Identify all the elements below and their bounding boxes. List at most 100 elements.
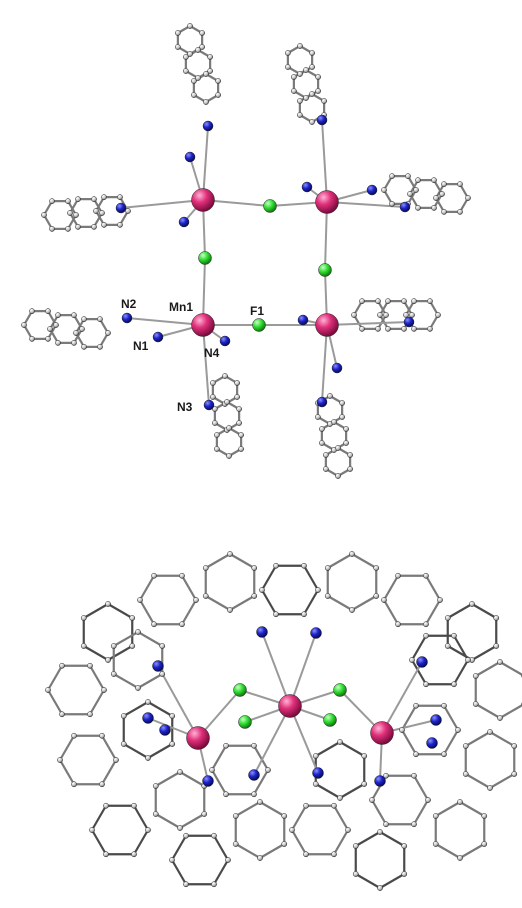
carbon-atom: [315, 88, 321, 94]
carbon-atom: [215, 92, 221, 98]
carbon-atom: [335, 445, 341, 451]
carbon-atom: [297, 43, 303, 49]
bottom-ring-bond: [474, 660, 502, 678]
nitrogen-atom: [202, 775, 214, 787]
bottom-ring-bond: [326, 552, 354, 570]
carbon-atom: [101, 222, 107, 228]
carbon-atom: [361, 753, 368, 759]
carbon-atom: [309, 50, 315, 56]
atom-label-n4: N4: [204, 346, 220, 360]
carbon-atom: [309, 91, 315, 97]
carbon-atom: [110, 671, 117, 677]
carbon-atom: [339, 414, 345, 420]
mn-n-bond: [202, 125, 209, 201]
carbon-atom: [211, 832, 217, 839]
carbon-atom: [225, 857, 231, 863]
bottom-ring-bond: [136, 630, 164, 648]
carbon-atom: [199, 30, 205, 36]
carbon-atom: [91, 224, 97, 230]
atom-label-mn1: Mn1: [169, 300, 193, 314]
bottom-ring-bond: [382, 574, 400, 602]
bottom-ring-bond: [180, 598, 198, 626]
bottom-ring-bond: [204, 594, 232, 612]
carbon-atom: [347, 452, 353, 458]
mn-n-bond: [321, 324, 328, 403]
carbon-atom: [212, 420, 218, 426]
carbon-atom: [497, 715, 503, 721]
carbon-atom: [349, 607, 355, 613]
carbon-atom: [71, 732, 77, 739]
carbon-atom: [49, 226, 55, 232]
bottom-ring-bond: [332, 804, 350, 832]
bottom-ring-bond: [470, 602, 498, 620]
bottom-ring-bond: [314, 782, 342, 800]
fluorine-atom: [233, 683, 247, 697]
carbon-atom: [435, 312, 441, 318]
nitrogen-atom: [316, 114, 328, 126]
carbon-atom: [175, 44, 181, 50]
carbon-atom: [227, 551, 233, 557]
fluorine-atom: [252, 318, 266, 332]
nitrogen-atom: [219, 335, 231, 347]
carbon-atom: [224, 399, 230, 405]
carbon-atom: [232, 813, 239, 819]
carbon-atom: [413, 702, 419, 709]
carbon-atom: [251, 791, 257, 798]
carbon-atom: [511, 743, 518, 749]
carbon-atom: [65, 226, 71, 232]
bottom-ring-bond: [302, 564, 320, 592]
carbon-atom: [191, 92, 197, 98]
carbon-atom: [381, 187, 387, 193]
manganese-atom: [186, 726, 210, 750]
bottom-ring-bond: [90, 828, 108, 856]
bottom-ring-bond: [400, 704, 418, 732]
carbon-atom: [401, 298, 407, 304]
bottom-metal-bond: [157, 665, 199, 739]
bottom-ring-bond: [234, 800, 262, 818]
carbon-atom: [238, 446, 244, 452]
carbon-atom: [373, 593, 380, 599]
bottom-ring-bond: [260, 588, 278, 616]
carbon-atom: [195, 75, 201, 81]
fluorine-atom: [238, 715, 252, 729]
carbon-atom: [105, 601, 111, 607]
carbon-atom: [199, 44, 205, 50]
bottom-ring-bond: [410, 634, 428, 662]
carbon-atom: [481, 841, 488, 847]
carbon-atom: [105, 330, 111, 336]
carbon-atom: [55, 312, 61, 318]
bottom-ring-bond: [180, 574, 198, 602]
bottom-ring-bond: [458, 842, 486, 860]
bottom-ring-bond: [112, 672, 140, 690]
bottom-ring-bond: [434, 800, 462, 818]
carbon-atom: [151, 572, 157, 579]
bottom-ring-bond: [350, 552, 378, 570]
carbon-atom: [331, 802, 337, 809]
carbon-atom: [301, 611, 307, 618]
bottom-ring-bond: [138, 598, 156, 626]
top-carbon-atoms: [21, 23, 471, 479]
carbon-atom: [179, 572, 185, 579]
bottom-heteroatoms: [142, 626, 442, 787]
carbon-atom: [273, 562, 279, 569]
carbon-atom: [175, 30, 181, 36]
carbon-atom: [183, 881, 189, 888]
bottom-ring-bond: [136, 672, 164, 690]
carbon-atom: [234, 394, 240, 400]
carbon-atom: [401, 871, 408, 877]
bottom-ring-bond: [470, 644, 498, 662]
mn-n-bond: [202, 324, 210, 406]
carbon-atom: [469, 601, 475, 607]
carbon-atom: [324, 593, 331, 599]
nitrogen-atom: [203, 399, 215, 411]
bottom-ring-bond: [488, 772, 516, 790]
carbon-atom: [315, 414, 321, 420]
nitrogen-atom: [152, 331, 164, 343]
carbon-atom: [359, 298, 365, 304]
carbon-atom: [131, 851, 137, 858]
bottom-ring-bond: [410, 658, 428, 686]
carbon-atom: [177, 769, 183, 775]
carbon-atom: [67, 210, 73, 216]
bottom-ring-bond: [212, 858, 230, 886]
carbon-atom: [202, 593, 209, 599]
